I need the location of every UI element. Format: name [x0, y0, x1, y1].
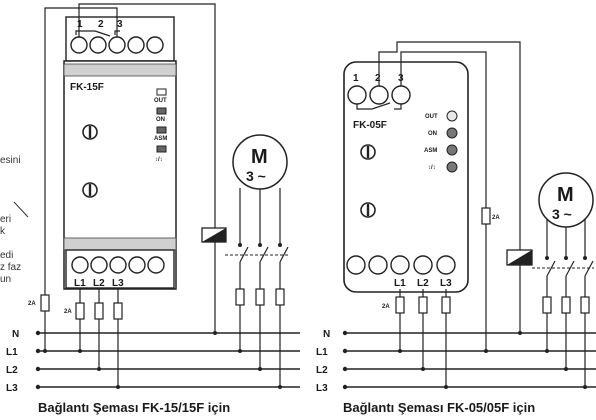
junction-dots-left [43, 243, 282, 389]
top-terminal-screws [70, 36, 164, 54]
text-fragment: eri [0, 214, 11, 225]
top-terminal-screws [347, 85, 411, 105]
terminal-number: 1 [77, 19, 83, 30]
led-indicator [446, 110, 458, 122]
fuse-label: 2A [382, 304, 390, 310]
left-device [63, 16, 177, 290]
fuse-label: 2A [64, 309, 72, 315]
adjust-knob-icon[interactable] [82, 124, 98, 140]
led-indicator [446, 144, 458, 156]
bus-label-n: N [12, 329, 19, 340]
diagram-caption: Bağlantı Şeması FK-05/05F için [343, 400, 535, 415]
text-fragment: un [0, 274, 11, 285]
led-indicator [156, 88, 167, 96]
motor-letter: M [251, 146, 268, 168]
bottom-terminal-screws [346, 255, 456, 275]
indicator-label: ASM [154, 136, 167, 142]
bus-lines-left [38, 332, 300, 388]
contactor-coil-icon [506, 249, 533, 266]
terminal-label: L1 [394, 278, 406, 289]
bus-dots-right [342, 330, 348, 390]
relay-contact-symbol [356, 102, 402, 110]
led-indicator [446, 127, 458, 139]
indicator-label: ASM [424, 148, 437, 154]
fuse-label: 2A [492, 215, 500, 221]
indicator-label: ↕/↕ [155, 157, 163, 163]
terminal-label: L3 [112, 278, 124, 289]
bus-label-l1: L1 [6, 347, 18, 358]
text-fragment: esini [0, 155, 21, 166]
indicator-label: ON [428, 131, 437, 137]
motor-phase: 3 ~ [246, 168, 266, 184]
indicator-label: OUT [425, 114, 438, 120]
bus-label-l3: L3 [316, 383, 328, 394]
led-indicator [446, 161, 458, 173]
motor-phase: 3 ~ [552, 206, 572, 222]
diagram-caption: Bağlantı Şeması FK-15/15F için [38, 400, 230, 415]
terminal-number: 3 [117, 19, 123, 30]
motor-icon [232, 134, 288, 190]
bus-label-l2: L2 [316, 365, 328, 376]
device-model-label: FK-05F [353, 120, 387, 131]
terminal-number: 2 [98, 19, 104, 30]
terminal-label: L2 [93, 278, 105, 289]
led-indicator [156, 107, 167, 115]
bus-dots-left [35, 330, 41, 390]
adjust-knob-icon[interactable] [360, 202, 376, 218]
terminal-number: 2 [375, 73, 381, 84]
fuse-icon [395, 207, 590, 314]
adjust-knob-icon[interactable] [82, 182, 98, 198]
led-indicator [156, 126, 167, 134]
bus-label-n: N [323, 329, 330, 340]
indicator-label: ON [156, 117, 165, 123]
fuse-icon [40, 288, 285, 320]
junction-dots-right [398, 256, 587, 389]
text-fragment: z faz [0, 262, 21, 273]
motor-icon [538, 172, 594, 228]
bus-label-l2: L2 [6, 365, 18, 376]
text-fragment: k [0, 226, 6, 237]
terminal-label: L2 [417, 278, 429, 289]
bottom-terminal-screws [71, 256, 165, 274]
wiring-left [44, 3, 289, 387]
terminal-number: 1 [353, 73, 359, 84]
terminal-label: L3 [440, 278, 452, 289]
device-model-label: FK-15F [70, 82, 104, 93]
bus-lines-right [345, 332, 596, 388]
indicator-label: OUT [154, 98, 167, 104]
terminal-label: L1 [74, 278, 86, 289]
leader-line [13, 201, 29, 218]
led-indicator [156, 145, 167, 153]
relay-contact-symbol [75, 30, 120, 37]
adjust-knob-icon[interactable] [360, 144, 376, 160]
wiring-right [378, 41, 594, 387]
motor-letter: M [557, 184, 574, 206]
contactor-coil-icon [201, 227, 227, 243]
text-fragment: edi [0, 250, 13, 261]
right-device [343, 61, 469, 293]
fuse-label: 2A [28, 301, 36, 307]
bus-label-l3: L3 [6, 383, 18, 394]
indicator-label: ↕/↕ [428, 165, 436, 171]
bus-label-l1: L1 [316, 347, 328, 358]
